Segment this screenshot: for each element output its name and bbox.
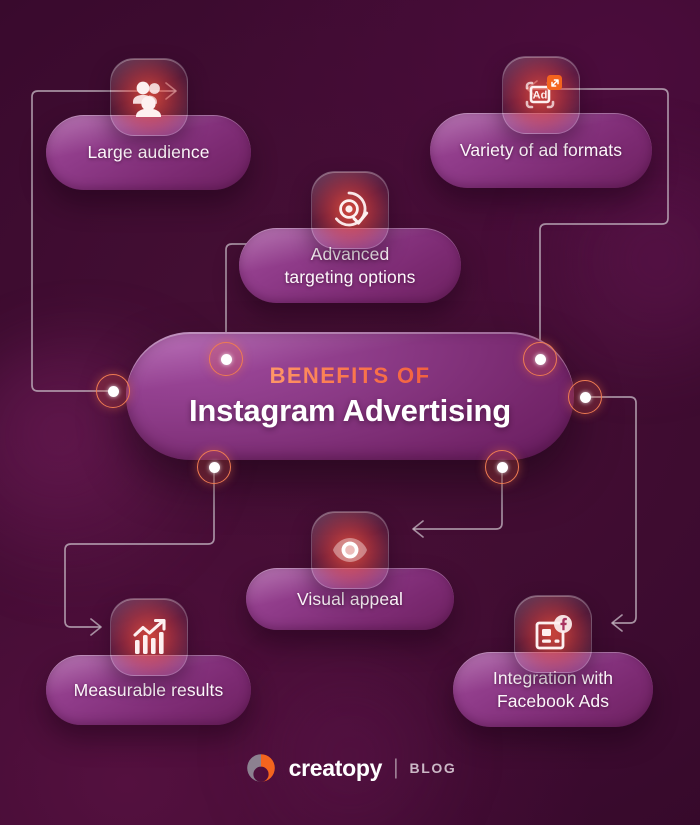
eye-icon [311,511,389,589]
connector-dot-right [568,380,602,414]
expand-badge [547,75,562,90]
node-advanced-targeting[interactable]: Advanced targeting options [239,171,461,303]
creatopy-logo-icon [246,754,275,782]
page-title: Instagram Advertising [189,393,511,428]
target-check-icon [311,171,389,249]
arrowhead-visual-appeal [412,520,424,538]
connector-dot-bottom-right [485,450,519,484]
node-label: Visual appeal [296,588,404,609]
node-facebook-integration[interactable]: Integration with Facebook Ads [453,595,653,727]
ad-formats-icon: Ad [502,56,580,134]
creatopy-wordmark: creatopy [288,754,383,781]
node-variety-ad-formats[interactable]: Ad Variety of ad formats [430,56,652,188]
arrowhead-measurable-results [90,618,102,636]
title-kicker: Benefits of [269,363,431,388]
footer-divider: | [393,756,399,779]
node-large-audience[interactable]: Large audience [46,58,251,190]
node-label: Integration with Facebook Ads [492,668,614,711]
facebook-document-icon [514,595,592,673]
connector-dot-left [96,374,130,408]
node-label: Measurable results [73,679,224,700]
connector-dot-top-right [523,342,557,376]
node-card[interactable]: Visual appeal [246,568,454,630]
background-glow-bottom [220,645,480,825]
central-title-card: Benefits of Instagram Advertising [126,332,574,460]
node-card[interactable]: Large audience [46,115,251,190]
node-visual-appeal[interactable]: Visual appeal [246,511,454,630]
node-label: Advanced targeting options [284,244,416,287]
arrowhead-facebook-integration [611,614,623,632]
footer-section-label: BLOG [409,760,457,776]
connector-facebook-integration [584,396,637,624]
footer-branding: creatopy | BLOG [0,751,700,785]
node-label: Variety of ad formats [459,140,623,161]
connector-dot-bottom-left [197,450,231,484]
chart-growth-icon [109,598,188,676]
svg-text:Ad: Ad [533,90,548,102]
connector-dot-top-left [209,342,243,376]
people-group-icon [109,58,188,136]
node-measurable-results[interactable]: Measurable results [46,598,251,725]
node-label: Large audience [87,142,210,163]
connector-visual-appeal [413,472,503,530]
